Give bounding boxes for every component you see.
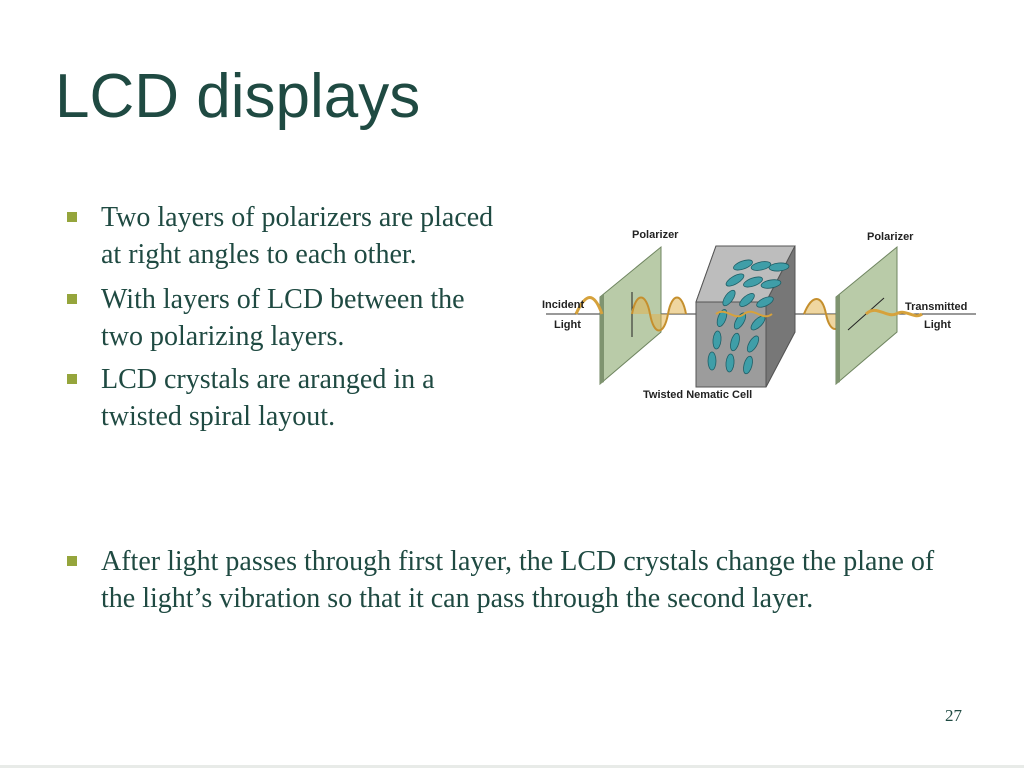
- label-polarizer-right: Polarizer: [867, 231, 914, 243]
- lower-bullet-list: After light passes through first layer, …: [64, 543, 944, 617]
- label-incident-line2: Light: [554, 319, 581, 331]
- bullet-item: After light passes through first layer, …: [64, 543, 944, 617]
- slide-title: LCD displays: [55, 62, 421, 131]
- label-transmitted-line1: Transmitted: [905, 301, 967, 313]
- right-polarizer-edge: [836, 294, 840, 384]
- bullet-text: After light passes through first layer, …: [101, 546, 935, 614]
- square-bullet-icon: [67, 374, 77, 384]
- incident-wave: [574, 296, 604, 315]
- bullet-text: Two layers of polarizers are placed at r…: [101, 202, 494, 270]
- label-cell: Twisted Nematic Cell: [643, 389, 752, 401]
- label-incident-line1: Incident: [542, 299, 585, 311]
- twisting-wave: [715, 310, 773, 318]
- bullet-item: LCD crystals are aranged in a twisted sp…: [64, 361, 504, 435]
- label-transmitted-line2: Light: [924, 319, 951, 331]
- bullet-list: Two layers of polarizers are placed at r…: [64, 199, 504, 443]
- bullet-item: With layers of LCD between the two polar…: [64, 281, 504, 355]
- square-bullet-icon: [67, 212, 77, 222]
- polarized-wave: [631, 296, 687, 332]
- bottom-divider: [0, 765, 1024, 768]
- bullet-text: With layers of LCD between the two polar…: [101, 284, 465, 352]
- label-polarizer-left: Polarizer: [632, 229, 679, 241]
- bullet-text: LCD crystals are aranged in a twisted sp…: [101, 364, 435, 432]
- twisted-nematic-diagram: Polarizer Polarizer Incident Light Trans…: [542, 229, 976, 401]
- square-bullet-icon: [67, 294, 77, 304]
- square-bullet-icon: [67, 556, 77, 566]
- page-number: 27: [945, 706, 962, 725]
- bullet-item: Two layers of polarizers are placed at r…: [64, 199, 504, 273]
- left-polarizer-edge: [600, 294, 604, 384]
- transmitted-wave: [864, 308, 923, 318]
- crystal-layers: [707, 259, 790, 375]
